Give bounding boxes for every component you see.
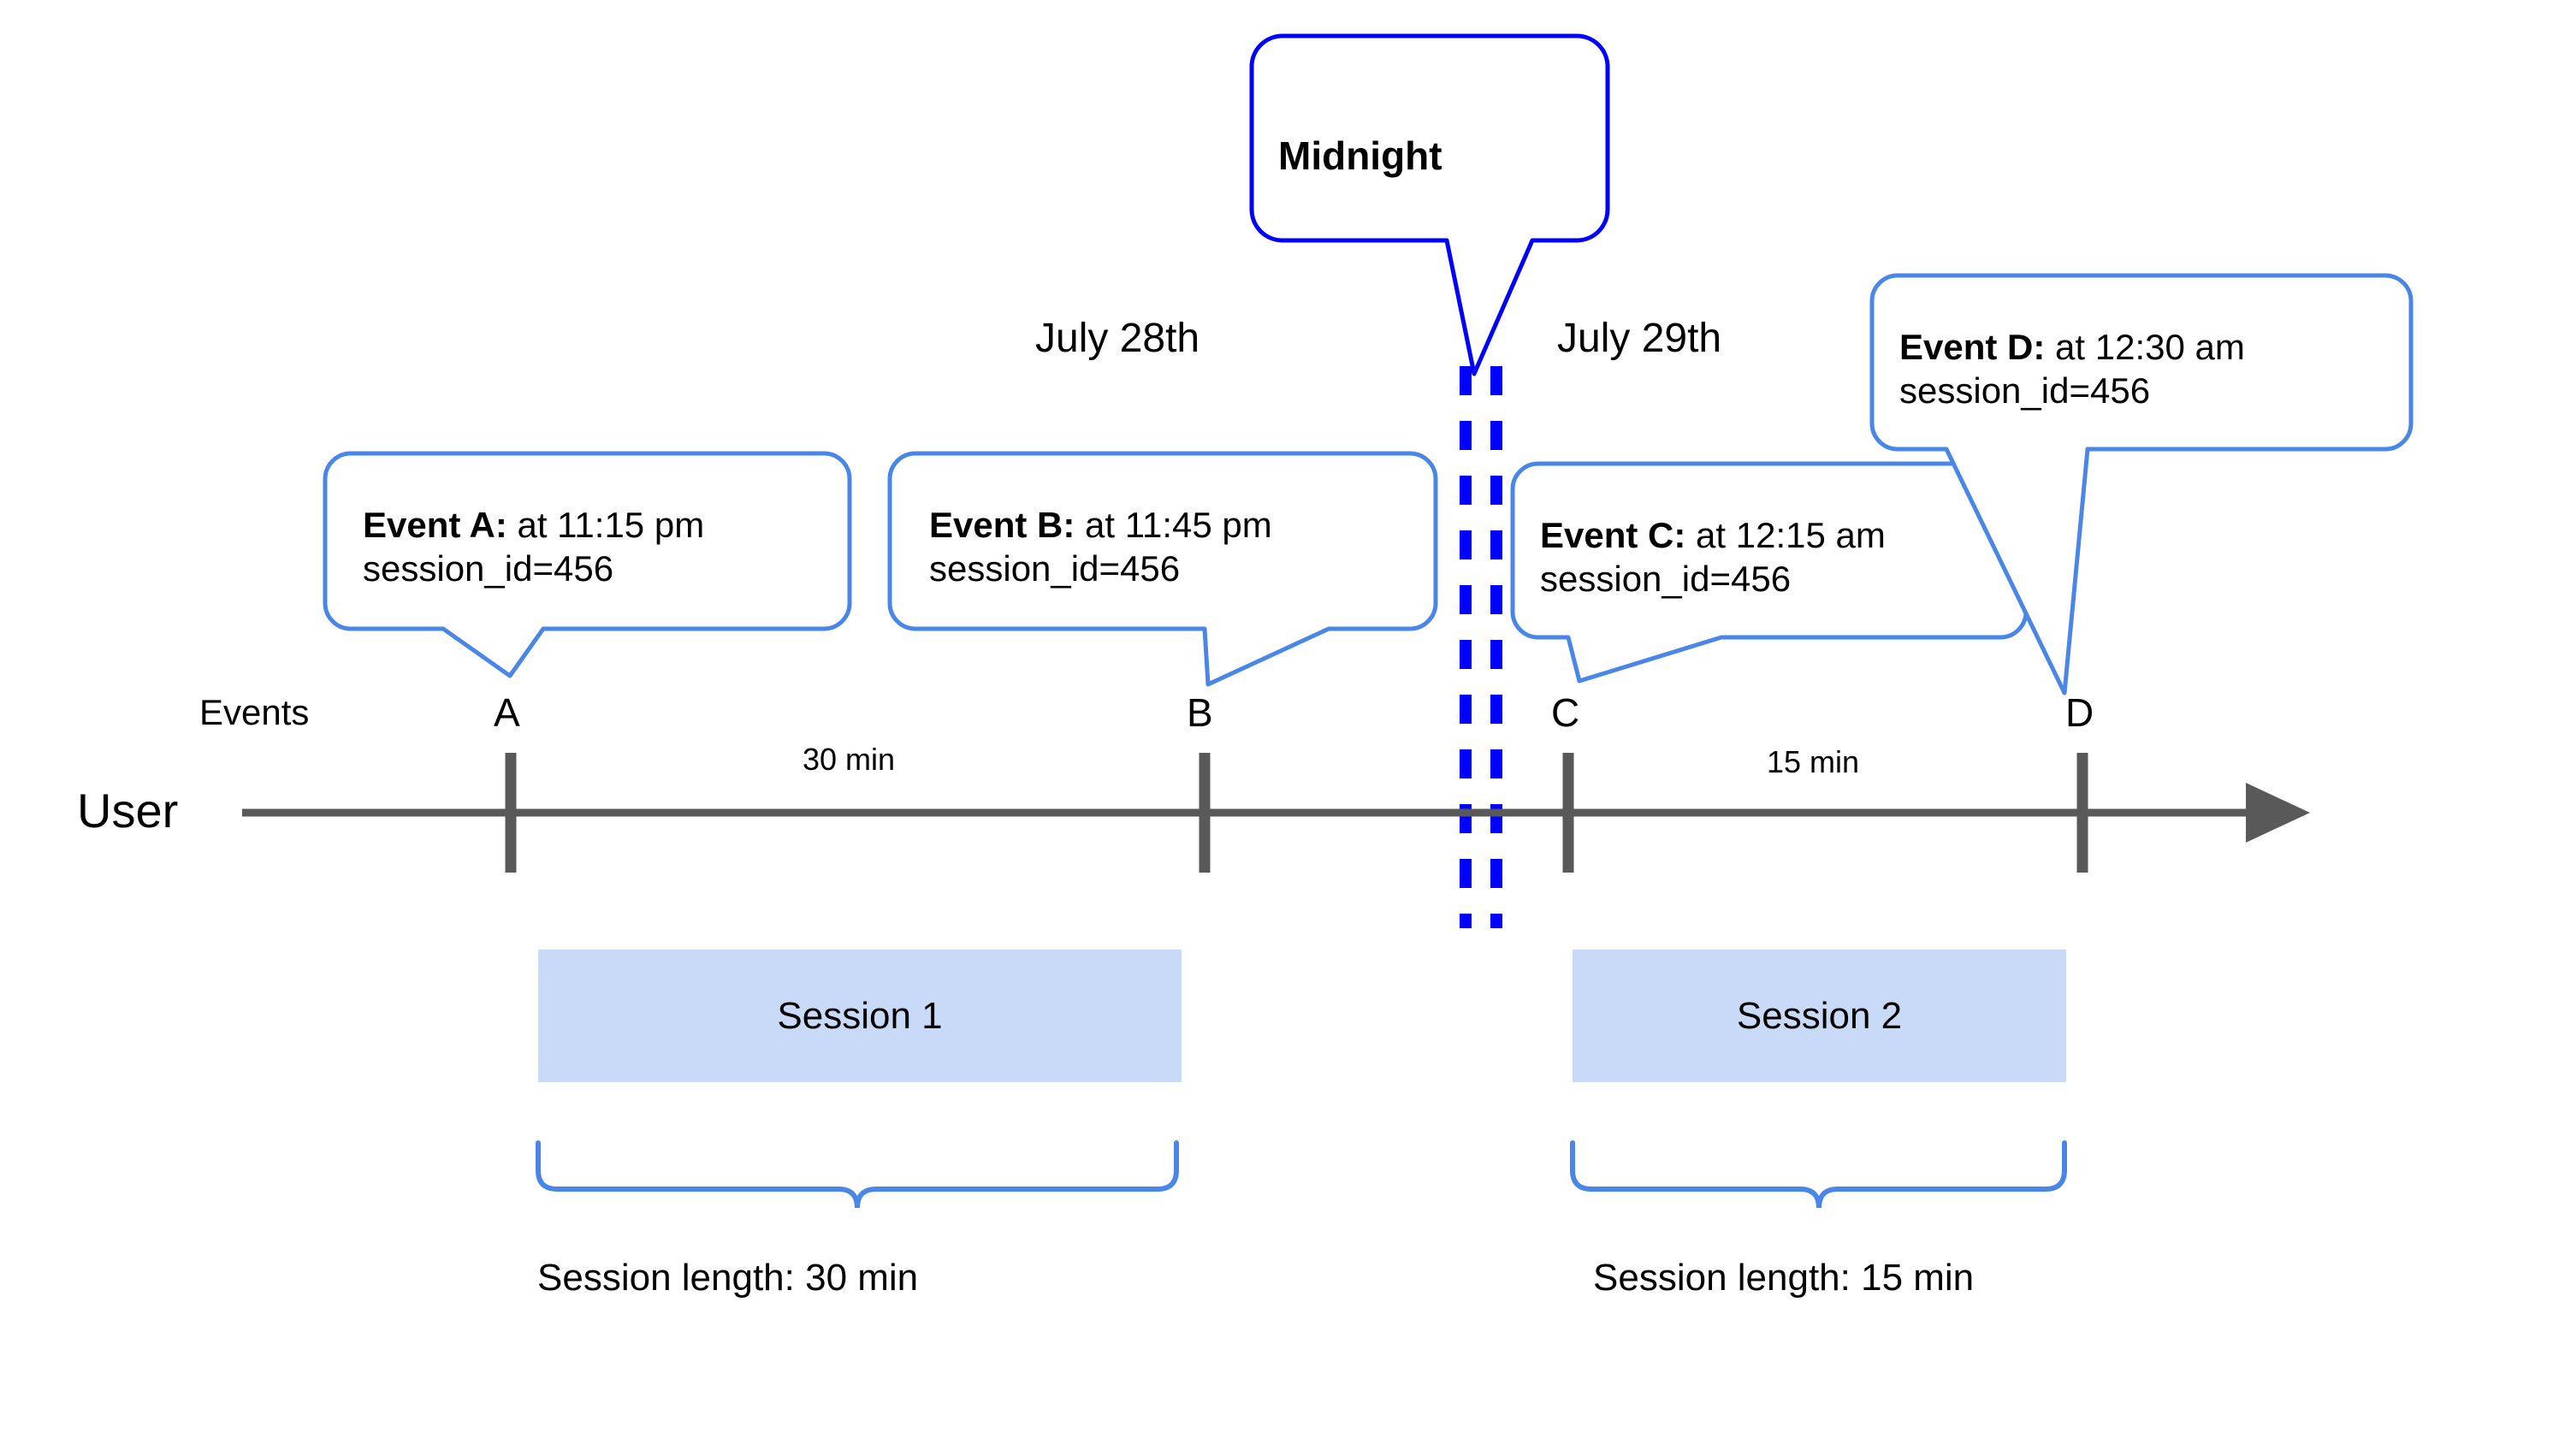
event-d-title: Event D: bbox=[1899, 327, 2046, 367]
event-a-time: at 11:15 pm bbox=[506, 505, 705, 545]
event-d-time: at 12:30 am bbox=[2045, 327, 2245, 367]
session-2-bar: Session 2 bbox=[1573, 950, 2066, 1082]
event-a-title: Event A: bbox=[363, 505, 507, 545]
event-d-session-id: session_id=456 bbox=[1899, 370, 2151, 411]
session-1-brace bbox=[536, 1140, 1179, 1209]
event-b-session-id: session_id=456 bbox=[929, 548, 1181, 589]
marker-label-b: B bbox=[1187, 690, 1213, 735]
date-label-july-28: July 28th bbox=[1035, 316, 1200, 361]
date-label-july-29: July 29th bbox=[1557, 316, 1722, 361]
events-row-label: Events bbox=[199, 692, 310, 732]
event-c-title: Event C: bbox=[1540, 515, 1686, 555]
axis-arrowhead bbox=[2246, 783, 2310, 843]
session-2-length-label: Session length: 15 min bbox=[1593, 1257, 1975, 1299]
event-c-time: at 12:15 am bbox=[1685, 515, 1886, 555]
event-c-session-id: session_id=456 bbox=[1540, 559, 1792, 600]
event-a-callout-shape bbox=[323, 451, 852, 678]
user-row-label: User bbox=[77, 784, 179, 837]
event-b-title: Event B: bbox=[929, 505, 1075, 545]
event-b-time: at 11:45 pm bbox=[1075, 505, 1272, 545]
event-d-line-1: Event D: at 12:30 am bbox=[1899, 325, 2245, 369]
session-1-bar: Session 1 bbox=[538, 950, 1182, 1082]
event-a-session-id: session_id=456 bbox=[363, 548, 614, 589]
marker-label-a: A bbox=[494, 690, 520, 735]
timeline-axis bbox=[242, 753, 2310, 873]
event-b-line-1: Event B: at 11:45 pm bbox=[929, 503, 1272, 547]
marker-label-c: C bbox=[1551, 690, 1580, 735]
event-a-callout-text: Event A: at 11:15 pm session_id=456 bbox=[363, 503, 704, 590]
interval-label-15-min: 15 min bbox=[1767, 744, 1860, 779]
event-a-line-1: Event A: at 11:15 pm bbox=[363, 503, 704, 547]
session-2-bar-label: Session 2 bbox=[1736, 995, 1903, 1037]
event-d-callout-shape bbox=[1869, 273, 2414, 695]
marker-label-d: D bbox=[2065, 690, 2094, 735]
session-2-brace bbox=[1570, 1140, 2067, 1209]
event-b-callout-text: Event B: at 11:45 pm session_id=456 bbox=[929, 503, 1272, 590]
event-c-callout-text: Event C: at 12:15 am session_id=456 bbox=[1540, 513, 1886, 601]
interval-label-30-min: 30 min bbox=[803, 742, 896, 777]
midnight-label: Midnight bbox=[1278, 133, 1442, 178]
midnight-callout-shape bbox=[1249, 33, 1610, 376]
event-c-line-1: Event C: at 12:15 am bbox=[1540, 513, 1886, 557]
event-d-callout-text: Event D: at 12:30 am session_id=456 bbox=[1899, 325, 2245, 412]
session-1-bar-label: Session 1 bbox=[777, 995, 943, 1037]
session-1-length-label: Session length: 30 min bbox=[537, 1257, 919, 1299]
midnight-dashed-lines bbox=[1460, 366, 1502, 928]
event-b-callout-shape bbox=[887, 451, 1438, 687]
